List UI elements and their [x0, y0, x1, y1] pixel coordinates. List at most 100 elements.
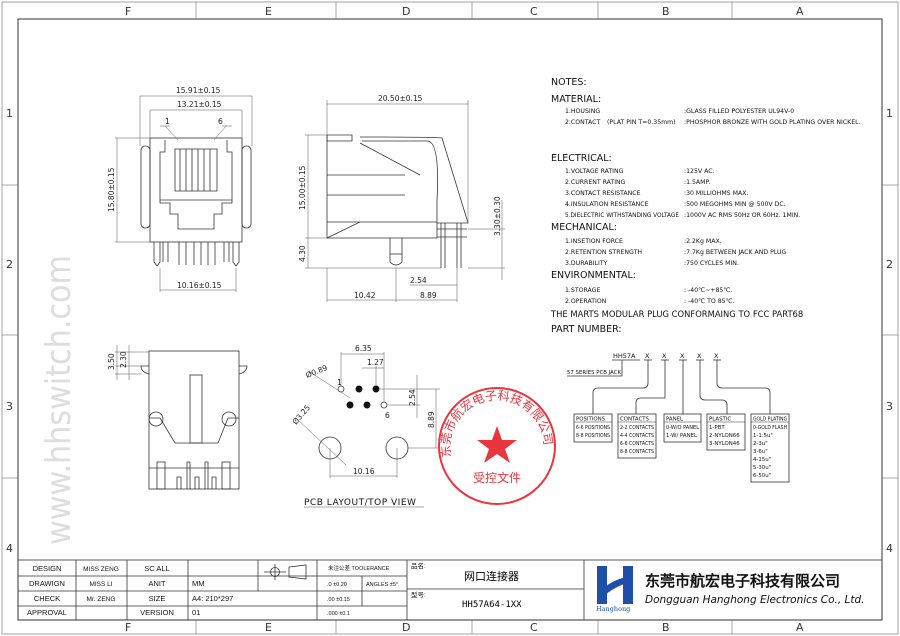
- option-box-item: 3-6u": [753, 449, 768, 455]
- option-box-item: 6-6 POSITIONS: [576, 425, 610, 431]
- option-box-item: 8-8 POSITIONS: [576, 433, 610, 439]
- dim-label: 2.54: [410, 276, 427, 285]
- frame-col-label: F: [125, 621, 131, 634]
- dim-label: 6.35: [355, 344, 372, 353]
- option-box-item: 2-3u": [753, 441, 768, 447]
- title-block-label: DRAWIGN: [29, 579, 65, 588]
- note-value: : -40℃ TO 85℃.: [684, 298, 735, 305]
- note-value: :1.5AMP.: [684, 179, 710, 186]
- dim-label: 1.27: [367, 358, 384, 367]
- note-value: :2.2Kg MAX.: [684, 238, 722, 245]
- frame-row-label: 2: [886, 258, 893, 271]
- option-box-item: 1-1.5u": [753, 433, 773, 439]
- logo-text: Hanghong: [596, 605, 630, 613]
- frame-col-label: F: [125, 5, 131, 18]
- note-label: 1.STORAGE: [565, 287, 600, 294]
- title-block-label: DESIGN: [33, 564, 62, 573]
- note-value: :PHOSPHOR BRONZE WITH GOLD PLATING OVER …: [684, 119, 861, 126]
- dim-label: 2.54: [408, 389, 417, 406]
- pcb-layout: 6.35 1.27 Ø0.89 Ø3.25 2.54 8.89 10.16 1 …: [291, 344, 440, 508]
- note-value: :1000V AC RMS 50Hz OR 60Hz. 1MIN.: [684, 212, 800, 219]
- option-box-title: PANEL: [666, 417, 683, 423]
- note-label: 1.INSETION FORCE: [565, 238, 623, 245]
- option-box-item: 0-GOLD FLASH: [753, 425, 787, 431]
- dim-label: 10.16±0.15: [177, 281, 222, 290]
- title-block-value: A4: 210*297: [192, 594, 233, 603]
- pin-label: 1: [337, 378, 342, 387]
- option-box-item: 1-PBT: [709, 425, 725, 431]
- note-value: : -40℃~+85℃.: [684, 287, 732, 294]
- model-number: HH57A64-1XX: [462, 600, 522, 610]
- notes-title: NOTES:: [551, 77, 587, 88]
- dim-label: 10.16: [353, 467, 375, 476]
- stamp-center-text: 受控文件: [473, 470, 521, 485]
- notes-heading: MATERIAL:: [551, 94, 601, 105]
- option-box-frame: [573, 413, 613, 443]
- dim-label: 8.89: [427, 411, 436, 428]
- tolerance-value: .0 ±0.20: [327, 582, 347, 588]
- title-block-value: MM: [192, 579, 205, 588]
- dim-label: 10.42: [354, 291, 376, 300]
- pcb-layout-title: PCB LAYOUT/TOP VIEW: [304, 498, 416, 508]
- title-block-field: SC ALL: [144, 564, 169, 573]
- frame-row-label: 1: [886, 107, 893, 120]
- dim-label: 3.50: [107, 353, 116, 370]
- option-box-item: 3-NYLON46: [709, 441, 740, 447]
- title-block-person: MISS LI: [89, 581, 112, 588]
- frame-row-label: 3: [6, 400, 13, 413]
- title-block-field: VERSION: [140, 608, 174, 617]
- tolerance-symbol-icon: [264, 564, 307, 580]
- option-box-title: PLASTIC: [709, 417, 731, 423]
- title-block-label: CHECK: [34, 594, 60, 603]
- frame-row-label: 4: [6, 542, 13, 555]
- pin-label: 6: [385, 411, 390, 420]
- series-label: 57 SERIES PCB JACK: [567, 370, 621, 376]
- note-value: :7.7Kg BETWEEN JACK AND PLUG: [684, 249, 787, 256]
- option-box-item: 8-8 CONTACTS: [620, 449, 654, 455]
- option-box-item: 6-50u": [753, 473, 771, 479]
- title-block-field: ANIT: [148, 579, 166, 588]
- option-box-frame: [617, 413, 657, 459]
- dim-label: 4.30: [298, 245, 307, 262]
- pin-label: 1: [165, 117, 170, 126]
- tolerance-value: .00 ±0.15: [327, 597, 350, 603]
- part-slot: X: [662, 352, 667, 360]
- front-view: 15.91±0.15 13.21±0.15 15.80±0.15 10.16±0…: [107, 86, 253, 292]
- hanghong-logo: Hanghong: [596, 566, 633, 613]
- frame-row-label: 2: [6, 258, 13, 271]
- frame-row-label: 4: [886, 542, 893, 555]
- title-block-field: SIZE: [149, 594, 166, 603]
- note-value: :125V AC.: [684, 168, 715, 175]
- option-box-item: 1-W/ PANEL: [666, 433, 697, 439]
- frame-col-label: B: [662, 5, 670, 18]
- company-name-cn: 东莞市航宏电子科技有限公司: [645, 572, 840, 590]
- note-label: 2.CONTACT: [565, 119, 600, 126]
- option-box-frame: [663, 413, 702, 443]
- frame-row-label: 3: [886, 400, 893, 413]
- frame-row-label: 1: [6, 107, 13, 120]
- part-prefix: HH57A: [613, 352, 636, 360]
- dim-label: 15.80±0.15: [107, 167, 116, 212]
- company-stamp: 东莞市航宏电子科技有限公司 受控文件: [438, 387, 556, 505]
- note-value: :30 MILLIOHMS MAX.: [684, 190, 748, 197]
- title-block-person: Mr. ZENG: [87, 596, 116, 603]
- part-slot: X: [697, 352, 702, 360]
- frame-col-label: B: [662, 621, 670, 634]
- option-box-item: 4-4 CONTACTS: [620, 433, 654, 439]
- notes-heading: MECHANICAL:: [551, 222, 617, 233]
- tolerance-title: 未注公差 TOOLERANCE: [328, 564, 390, 572]
- tolerance-value: .000 ±0.1: [327, 611, 350, 617]
- frame-col-label: D: [402, 621, 410, 634]
- frame-col-label: A: [796, 621, 804, 634]
- note-value: :GLASS FILLED POLYESTER UL94V-0: [684, 108, 794, 115]
- option-box-item: 6-6 CONTACTS: [620, 441, 654, 447]
- part-slot: X: [645, 352, 650, 360]
- notes-heading: ENVIRONMENTAL:: [551, 270, 636, 281]
- watermark: www.hhswitch.com: [39, 255, 79, 545]
- option-box-title: GOLD PLATING: [753, 417, 787, 423]
- frame-col-label: E: [265, 621, 272, 634]
